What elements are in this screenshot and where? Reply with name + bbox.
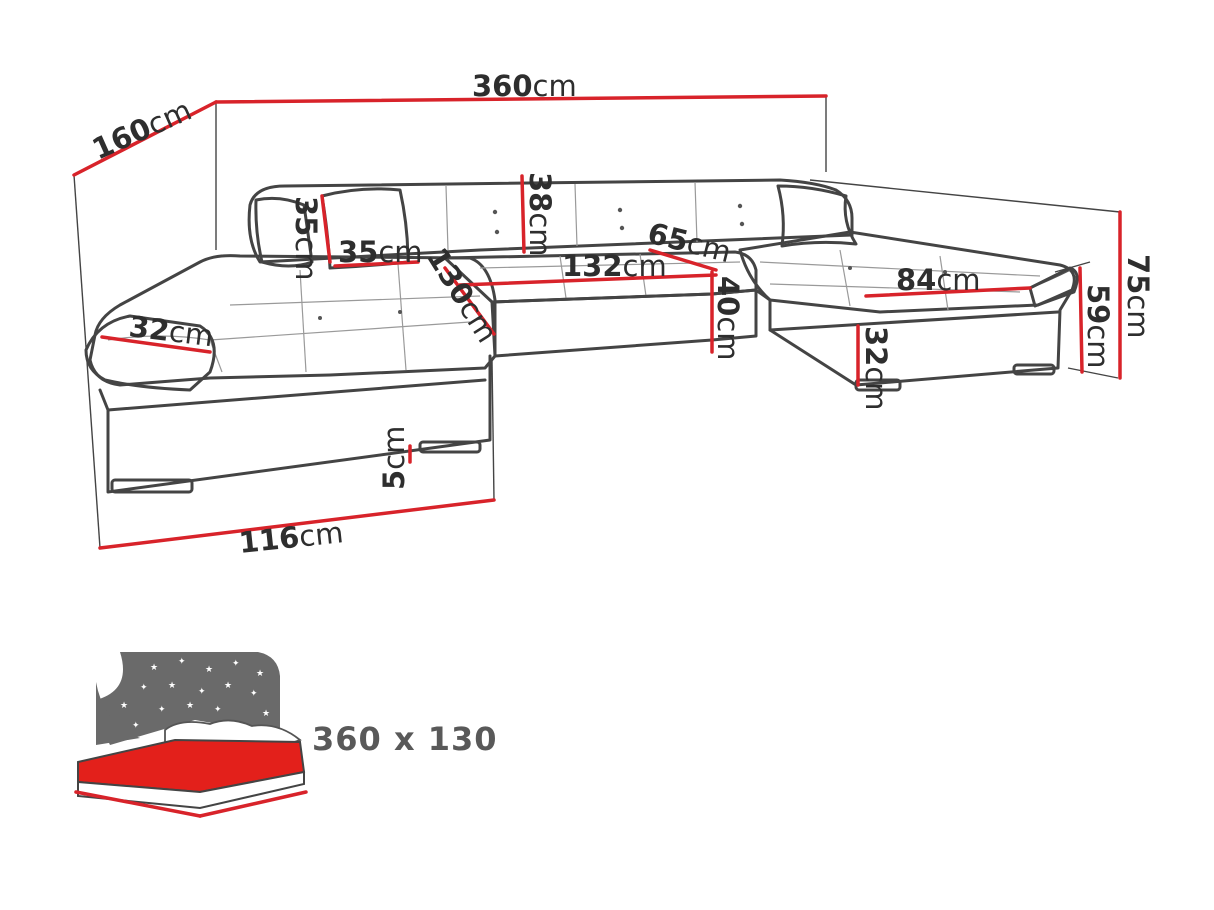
label-seat-height: 40cm bbox=[711, 276, 745, 361]
label-pillow-height: 35cm bbox=[289, 196, 323, 281]
dim-line-pillow-w bbox=[333, 260, 420, 268]
svg-text:✦: ✦ bbox=[232, 659, 240, 669]
leg bbox=[854, 378, 902, 392]
label-seat-width: 132cm bbox=[562, 249, 667, 283]
label-chaise-width: 84cm bbox=[896, 263, 981, 297]
right-pillow bbox=[776, 184, 858, 248]
dim-line-seat-w bbox=[458, 273, 718, 287]
leg bbox=[418, 440, 482, 454]
label-pillow-width: 35cm bbox=[338, 235, 423, 269]
stars-icon: ★✦ ★✦ ★✦ ★✦ ★✦ ★✦ ★✦ ★✦ bbox=[120, 657, 270, 731]
label-width-total: 360cm bbox=[472, 69, 577, 103]
svg-text:✦: ✦ bbox=[198, 687, 206, 697]
dim-line-seat-d bbox=[443, 266, 496, 336]
leg bbox=[1012, 363, 1056, 376]
leg bbox=[110, 478, 194, 494]
dim-line-width bbox=[214, 94, 828, 104]
dim-line-back-h bbox=[520, 174, 526, 254]
backrest bbox=[247, 178, 854, 264]
svg-text:★: ★ bbox=[256, 669, 264, 679]
label-left-width: 116cm bbox=[237, 515, 345, 560]
sofa-outline bbox=[84, 178, 1079, 494]
dim-line-chaise-d bbox=[648, 248, 718, 272]
label-front-height: 32cm bbox=[859, 326, 893, 411]
svg-text:★: ★ bbox=[120, 701, 128, 711]
svg-text:★: ★ bbox=[150, 663, 158, 673]
svg-text:★: ★ bbox=[205, 665, 213, 675]
left-headrest bbox=[254, 196, 314, 268]
extension-lines bbox=[73, 96, 1121, 549]
sleeping-area-text: 360 x 130 bbox=[312, 720, 498, 758]
svg-text:✦: ✦ bbox=[214, 705, 222, 715]
moon-icon bbox=[96, 682, 140, 745]
svg-text:✦: ✦ bbox=[250, 689, 258, 699]
svg-text:✦: ✦ bbox=[132, 721, 140, 731]
label-back-height: 38cm bbox=[523, 172, 557, 257]
sleeping-area-icon: ★✦ ★✦ ★✦ ★✦ ★✦ ★✦ ★✦ ★✦ bbox=[74, 652, 308, 818]
dim-line-chaise-h bbox=[1078, 266, 1084, 374]
svg-text:★: ★ bbox=[224, 681, 232, 691]
label-total-height: 75cm bbox=[1121, 254, 1155, 339]
dim-line-pillow-h bbox=[320, 194, 332, 264]
svg-text:★: ★ bbox=[168, 681, 176, 691]
dim-line-arm-w bbox=[100, 335, 212, 354]
svg-text:★: ★ bbox=[186, 701, 194, 711]
svg-text:✦: ✦ bbox=[158, 705, 166, 715]
svg-text:★: ★ bbox=[262, 709, 270, 719]
label-chaise-height: 59cm bbox=[1081, 284, 1115, 369]
right-armrest bbox=[1028, 266, 1079, 308]
label-leg-height: 5cm bbox=[377, 426, 411, 490]
left-base bbox=[98, 354, 492, 494]
label-armrest-width: 32cm bbox=[127, 309, 215, 353]
dim-line-left-w bbox=[98, 498, 496, 550]
label-depth-left: 160cm bbox=[87, 93, 197, 167]
dim-line-chaise-w bbox=[864, 286, 1032, 298]
svg-text:✦: ✦ bbox=[178, 657, 186, 667]
dim-line-depth bbox=[72, 100, 218, 177]
dimension-lines bbox=[72, 94, 1122, 550]
tufts bbox=[318, 203, 947, 320]
svg-text:✦: ✦ bbox=[140, 683, 148, 693]
left-armrest bbox=[84, 314, 216, 392]
